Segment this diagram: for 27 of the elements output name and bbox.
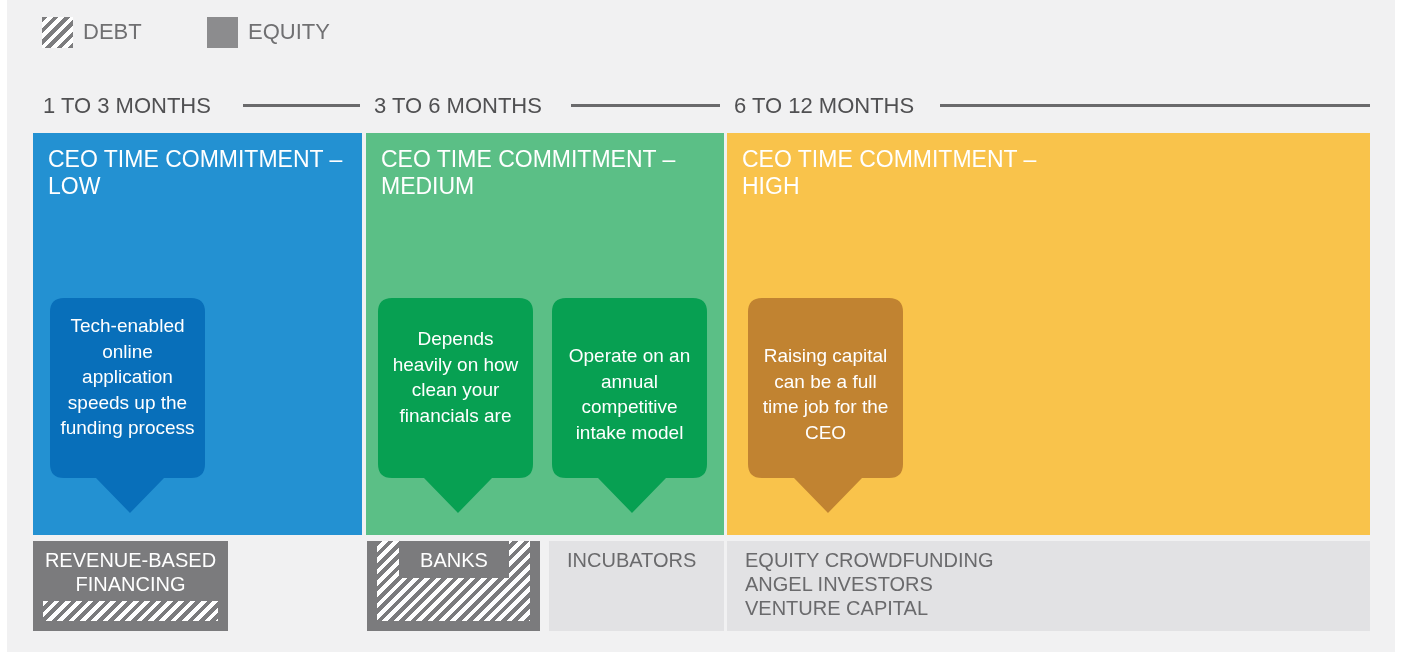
- panel-heading: CEO TIME COMMITMENT – HIGH: [742, 146, 1038, 200]
- funding-label: INCUBATORS: [567, 548, 697, 572]
- funding-label: VENTURE CAPITAL: [745, 596, 928, 620]
- panel-heading: CEO TIME COMMITMENT – LOW: [48, 146, 344, 200]
- bubble-text: Operate on an annual competitive intake model: [567, 344, 692, 445]
- time-panel: [33, 133, 362, 535]
- funding-box: [367, 541, 540, 631]
- time-panel: [366, 133, 724, 535]
- speech-bubble: [552, 298, 707, 513]
- speech-bubble: [748, 298, 903, 513]
- bubble-text: Tech-enabled online application speeds up the funding process: [59, 314, 196, 440]
- funding-label: EQUITY CROWDFUNDING: [745, 548, 994, 572]
- bubble-text: Raising capital can be a full time job for the CEO: [761, 344, 890, 445]
- funding-box: [33, 541, 228, 631]
- funding-label: REVENUE-BASED FINANCING: [43, 548, 218, 596]
- speech-bubble: [50, 298, 205, 513]
- time-panel: [727, 133, 1370, 535]
- speech-bubble: [378, 298, 533, 513]
- timeline-label: 6 TO 12 MONTHS: [734, 93, 915, 119]
- funding-label: ANGEL INVESTORS: [745, 572, 933, 596]
- funding-label: BANKS: [399, 541, 509, 578]
- bubble-text: Depends heavily on how clean your financials are: [391, 327, 520, 428]
- timeline-label: 1 TO 3 MONTHS: [43, 93, 211, 119]
- legend-text: EQUITY: [248, 19, 330, 45]
- legend-text: DEBT: [83, 19, 142, 45]
- panel-heading: CEO TIME COMMITMENT – MEDIUM: [381, 146, 677, 200]
- timeline-label: 3 TO 6 MONTHS: [374, 93, 542, 119]
